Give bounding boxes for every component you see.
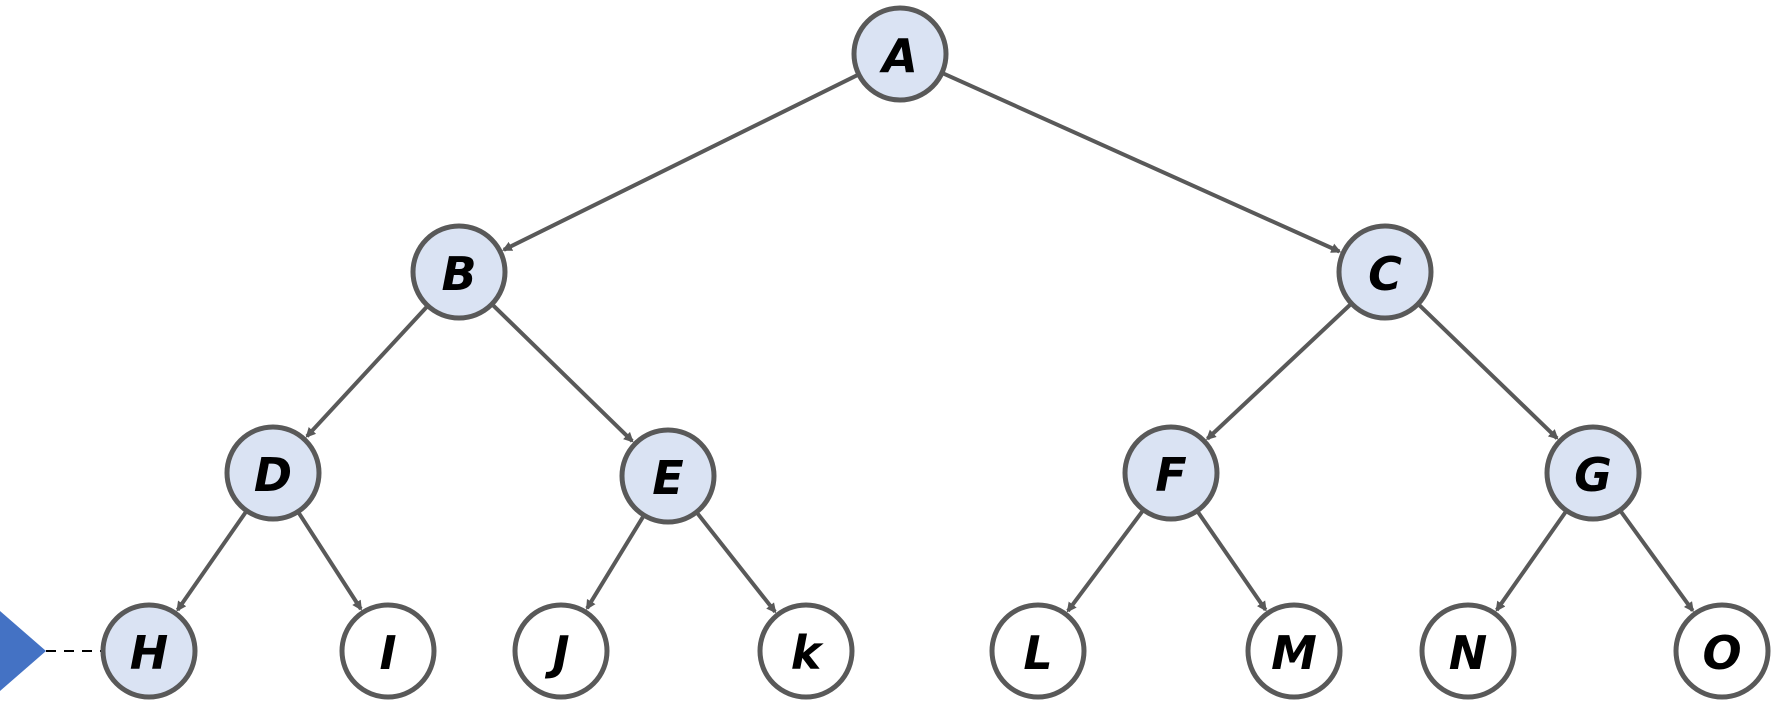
- node-circle: [224, 424, 322, 522]
- node-i: I: [339, 602, 437, 700]
- pointer-arrow-icon: [0, 611, 46, 691]
- node-a: A: [851, 5, 949, 103]
- edge-e-j: [585, 515, 645, 611]
- edge-c-g: [1418, 303, 1559, 440]
- node-circle: [100, 602, 198, 700]
- node-circle: [512, 602, 610, 700]
- node-h: H: [100, 602, 198, 700]
- node-m: M: [1245, 602, 1343, 700]
- edge-b-e: [491, 304, 634, 443]
- node-label: E: [652, 451, 683, 505]
- node-circle: [851, 5, 949, 103]
- node-label: B: [441, 247, 476, 301]
- edge-d-h: [175, 511, 248, 612]
- node-g: G: [1544, 424, 1642, 522]
- edge-a-c: [942, 71, 1342, 254]
- node-label: A: [879, 29, 918, 83]
- node-label: H: [130, 626, 169, 680]
- edge-g-o: [1619, 510, 1695, 613]
- node-circle: [989, 602, 1087, 700]
- node-d: D: [224, 424, 322, 522]
- node-circle: [1544, 424, 1642, 522]
- node-k: k: [757, 602, 855, 700]
- node-circle: [1122, 424, 1220, 522]
- node-n: N: [1419, 602, 1517, 700]
- node-label: I: [379, 626, 396, 680]
- node-label: N: [1449, 626, 1488, 680]
- edge-f-l: [1066, 510, 1144, 613]
- node-e: E: [619, 427, 717, 525]
- edges-layer: [175, 71, 1695, 614]
- edge-d-i: [297, 512, 363, 611]
- node-circle: [1419, 602, 1517, 700]
- node-circle: [1336, 223, 1434, 321]
- node-label: L: [1023, 626, 1052, 680]
- edge-e-k: [696, 512, 777, 614]
- node-circle: [1245, 602, 1343, 700]
- node-circle: [757, 602, 855, 700]
- node-label: k: [791, 626, 824, 680]
- node-label: D: [254, 448, 292, 502]
- edge-f-m: [1196, 511, 1268, 612]
- node-j: J: [512, 602, 610, 700]
- node-b: B: [410, 223, 508, 321]
- edge-g-n: [1495, 511, 1568, 612]
- edge-a-b: [502, 73, 858, 252]
- node-label: M: [1271, 626, 1317, 680]
- edge-c-f: [1205, 303, 1352, 441]
- node-label: O: [1702, 626, 1741, 680]
- node-circle: [339, 602, 437, 700]
- node-circle: [1673, 602, 1771, 700]
- node-circle: [410, 223, 508, 321]
- node-label: F: [1155, 448, 1186, 502]
- node-f: F: [1122, 424, 1220, 522]
- pointer-layer: [0, 611, 101, 691]
- edge-b-d: [305, 305, 428, 438]
- node-circle: [619, 427, 717, 525]
- node-label: C: [1368, 247, 1402, 301]
- node-c: C: [1336, 223, 1434, 321]
- node-label: G: [1574, 448, 1612, 502]
- node-l: L: [989, 602, 1087, 700]
- node-o: O: [1673, 602, 1771, 700]
